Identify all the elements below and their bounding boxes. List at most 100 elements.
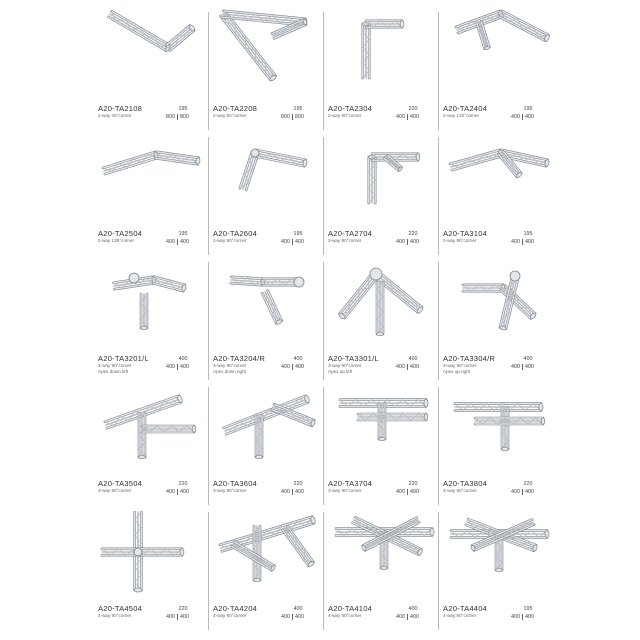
dimension-left: 400 bbox=[166, 489, 178, 495]
product-description: 3-way 90°corner Apex up,right bbox=[443, 363, 477, 374]
product-code: A20-TA4504 bbox=[98, 604, 143, 613]
truss-drawing bbox=[449, 517, 550, 573]
product-description: 3-way 90°corner bbox=[98, 488, 132, 493]
product-code: A20-TA2208 bbox=[213, 104, 258, 113]
dimension-right: 400 bbox=[295, 614, 304, 620]
dimension-height: 195 bbox=[178, 231, 188, 237]
dimension-left: 400 bbox=[396, 239, 408, 245]
dimension-height: 220 bbox=[408, 106, 418, 112]
truss-corner-image bbox=[443, 383, 559, 469]
dimension-right: 800 bbox=[295, 114, 304, 120]
column-divider bbox=[438, 262, 439, 380]
truss-corner-image bbox=[328, 508, 444, 594]
truss-corner-image bbox=[443, 133, 559, 219]
truss-drawing bbox=[453, 402, 546, 452]
dimension-left: 400 bbox=[396, 614, 408, 620]
truss-drawing bbox=[107, 9, 196, 53]
dimension-left: 400 bbox=[396, 364, 408, 370]
product-code: A20-TA3804 bbox=[443, 479, 488, 488]
dimension-left: 400 bbox=[281, 364, 293, 370]
column-divider bbox=[438, 387, 439, 505]
product-code: A20-TA3201/L bbox=[98, 354, 149, 363]
column-divider bbox=[208, 137, 209, 255]
truss-drawing bbox=[338, 267, 424, 337]
truss-drawing bbox=[334, 516, 435, 571]
dimension-height: 195 bbox=[523, 606, 533, 612]
column-divider bbox=[208, 512, 209, 630]
truss-corner-image bbox=[213, 508, 329, 594]
truss-drawing bbox=[100, 510, 185, 593]
dimension-right: 400 bbox=[180, 614, 189, 620]
truss-corner-image bbox=[443, 258, 559, 344]
dimension-right: 400 bbox=[525, 114, 534, 120]
truss-corner-image bbox=[98, 133, 214, 219]
truss-corner-image bbox=[328, 8, 444, 94]
truss-drawing bbox=[361, 19, 405, 80]
truss-corner-image bbox=[213, 383, 329, 469]
dimension-height: 195 bbox=[178, 106, 188, 112]
product-code: A20-TA2404 bbox=[443, 104, 488, 113]
dimension-left: 400 bbox=[396, 489, 408, 495]
product-code: A20-TA3104 bbox=[443, 229, 488, 238]
dimension-right: 400 bbox=[525, 239, 534, 245]
truss-drawing bbox=[454, 9, 550, 51]
dimension-left: 400 bbox=[281, 489, 293, 495]
truss-corner-image bbox=[98, 508, 214, 594]
product-description: 4-way 90°corner bbox=[328, 613, 362, 618]
column-divider bbox=[323, 387, 324, 505]
dimension-height: 400 bbox=[408, 356, 418, 362]
dimension-left: 400 bbox=[511, 489, 523, 495]
product-code: A20-TA4204 bbox=[213, 604, 258, 613]
column-divider bbox=[323, 12, 324, 130]
truss-corner-image bbox=[328, 258, 444, 344]
dimension-left: 400 bbox=[166, 239, 178, 245]
truss-drawing bbox=[103, 394, 197, 460]
truss-drawing bbox=[219, 9, 308, 82]
product-code: A20-TA4404 bbox=[443, 604, 488, 613]
truss-corner-image bbox=[443, 508, 559, 594]
product-description: 4-way 90°corner bbox=[213, 613, 247, 618]
dimension-left: 400 bbox=[511, 239, 523, 245]
dimension-height: 195 bbox=[293, 106, 303, 112]
product-description: 2-way 60°corner bbox=[213, 113, 247, 118]
truss-drawing bbox=[112, 272, 187, 331]
dimension-right: 400 bbox=[410, 364, 419, 370]
dimension-height: 400 bbox=[293, 606, 303, 612]
product-code: A20-TA4104 bbox=[328, 604, 373, 613]
truss-drawing bbox=[218, 515, 316, 583]
product-code: A20-TA2604 bbox=[213, 229, 258, 238]
truss-drawing bbox=[238, 148, 308, 192]
dimension-left: 400 bbox=[166, 614, 178, 620]
dimension-right: 400 bbox=[180, 364, 189, 370]
truss-drawing bbox=[367, 152, 421, 205]
product-description: 3-way 90°corner Apex down,left bbox=[98, 363, 132, 374]
dimension-left: 400 bbox=[396, 114, 408, 120]
product-description: 2-way 45°corner bbox=[98, 113, 132, 118]
dimension-left: 800 bbox=[166, 114, 178, 120]
truss-drawing bbox=[338, 398, 429, 442]
dimension-right: 800 bbox=[180, 114, 189, 120]
dimension-height: 220 bbox=[408, 231, 418, 237]
dimension-left: 400 bbox=[511, 114, 523, 120]
truss-corner-image bbox=[328, 133, 444, 219]
